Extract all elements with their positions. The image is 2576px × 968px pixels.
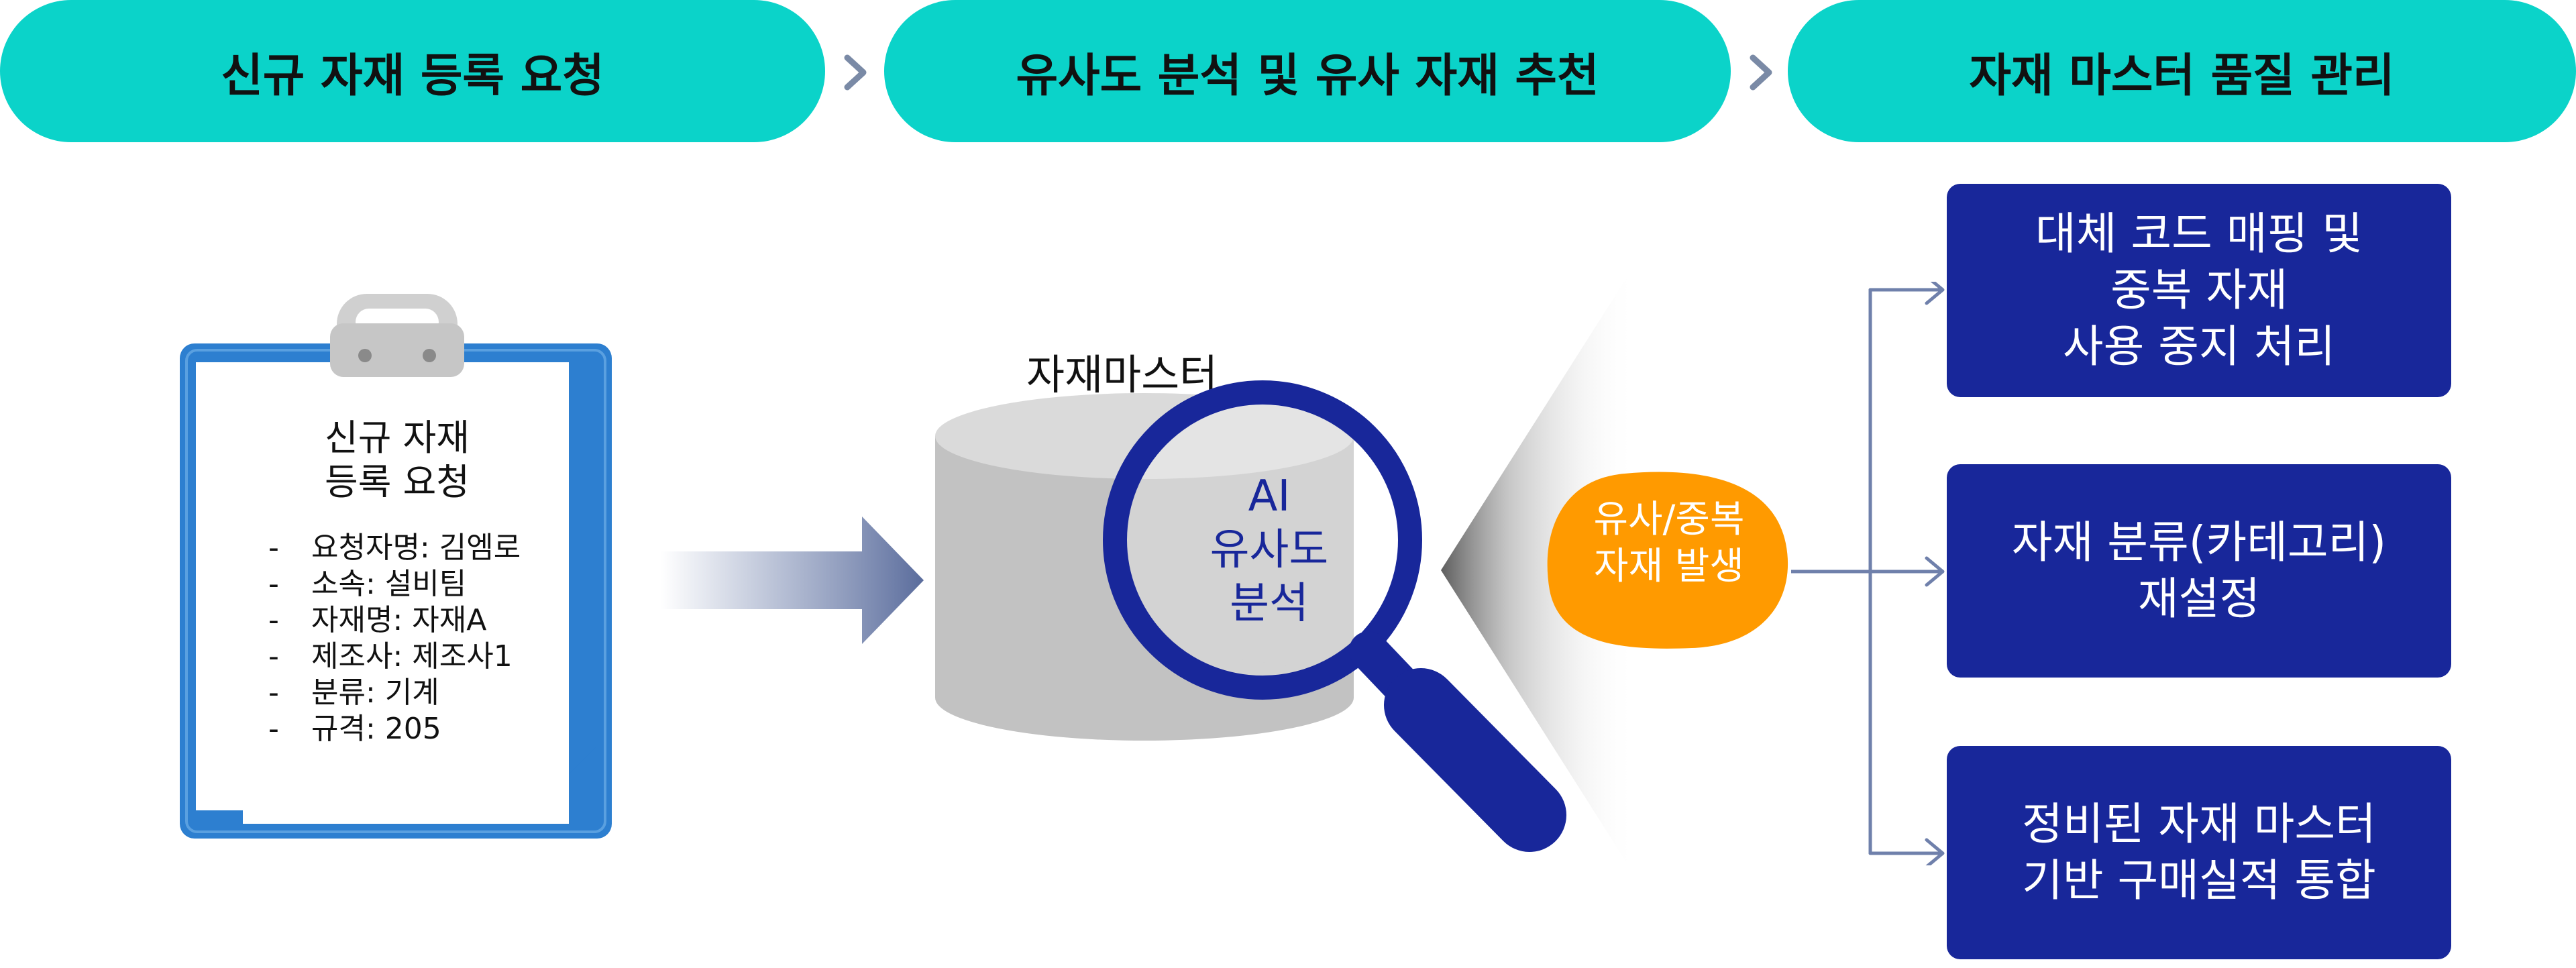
action-box-purchase-integration: 정비된 자재 마스터 기반 구매실적 통합 xyxy=(1947,746,2451,959)
step-3-pill: 자재 마스터 품질 관리 xyxy=(1788,0,2576,142)
branch-connector xyxy=(1791,282,1952,865)
request-field-spec: -규격: 205 xyxy=(268,704,441,747)
lens-text: AI 유사도 분석 xyxy=(1182,470,1356,631)
flow-arrow xyxy=(661,517,929,644)
action-3-line-1: 정비된 자재 마스터 xyxy=(2022,796,2376,853)
action-1-line-1: 대체 코드 매핑 및 xyxy=(2035,206,2363,262)
detection-text-line-2: 자재 발생 xyxy=(1544,543,1794,590)
lens-text-line-3: 분석 xyxy=(1182,577,1356,631)
request-title-line-1: 신규 자재 xyxy=(176,416,619,460)
chevron-right-icon xyxy=(842,52,869,93)
action-1-line-3: 사용 중지 처리 xyxy=(2063,319,2335,375)
step-2-label: 유사도 분석 및 유사 자재 추천 xyxy=(1016,38,1599,105)
chevron-right-icon xyxy=(1748,52,1774,93)
step-2-pill: 유사도 분석 및 유사 자재 추천 xyxy=(884,0,1731,142)
action-3-line-2: 기반 구매실적 통합 xyxy=(2022,853,2376,909)
action-box-code-mapping: 대체 코드 매핑 및 중복 자재 사용 중지 처리 xyxy=(1947,184,2451,397)
action-1-line-2: 중복 자재 xyxy=(2110,262,2288,319)
lens-text-line-2: 유사도 xyxy=(1182,523,1356,577)
detection-text-line-1: 유사/중복 xyxy=(1544,496,1794,543)
request-title-line-2: 등록 요청 xyxy=(176,460,619,504)
detection-text: 유사/중복 자재 발생 xyxy=(1544,496,1794,590)
step-1-pill: 신규 자재 등록 요청 xyxy=(0,0,825,142)
step-3-label: 자재 마스터 품질 관리 xyxy=(1969,38,2394,105)
request-title: 신규 자재 등록 요청 xyxy=(176,416,619,504)
lens-text-line-1: AI xyxy=(1182,470,1356,523)
request-field-spec-text: 규격: 205 xyxy=(311,712,441,746)
step-1-label: 신규 자재 등록 요청 xyxy=(221,38,604,105)
action-2-line-2: 재설정 xyxy=(2138,571,2260,627)
action-box-reclassification: 자재 분류(카테고리) 재설정 xyxy=(1947,464,2451,678)
action-2-line-1: 자재 분류(카테고리) xyxy=(2012,515,2386,571)
